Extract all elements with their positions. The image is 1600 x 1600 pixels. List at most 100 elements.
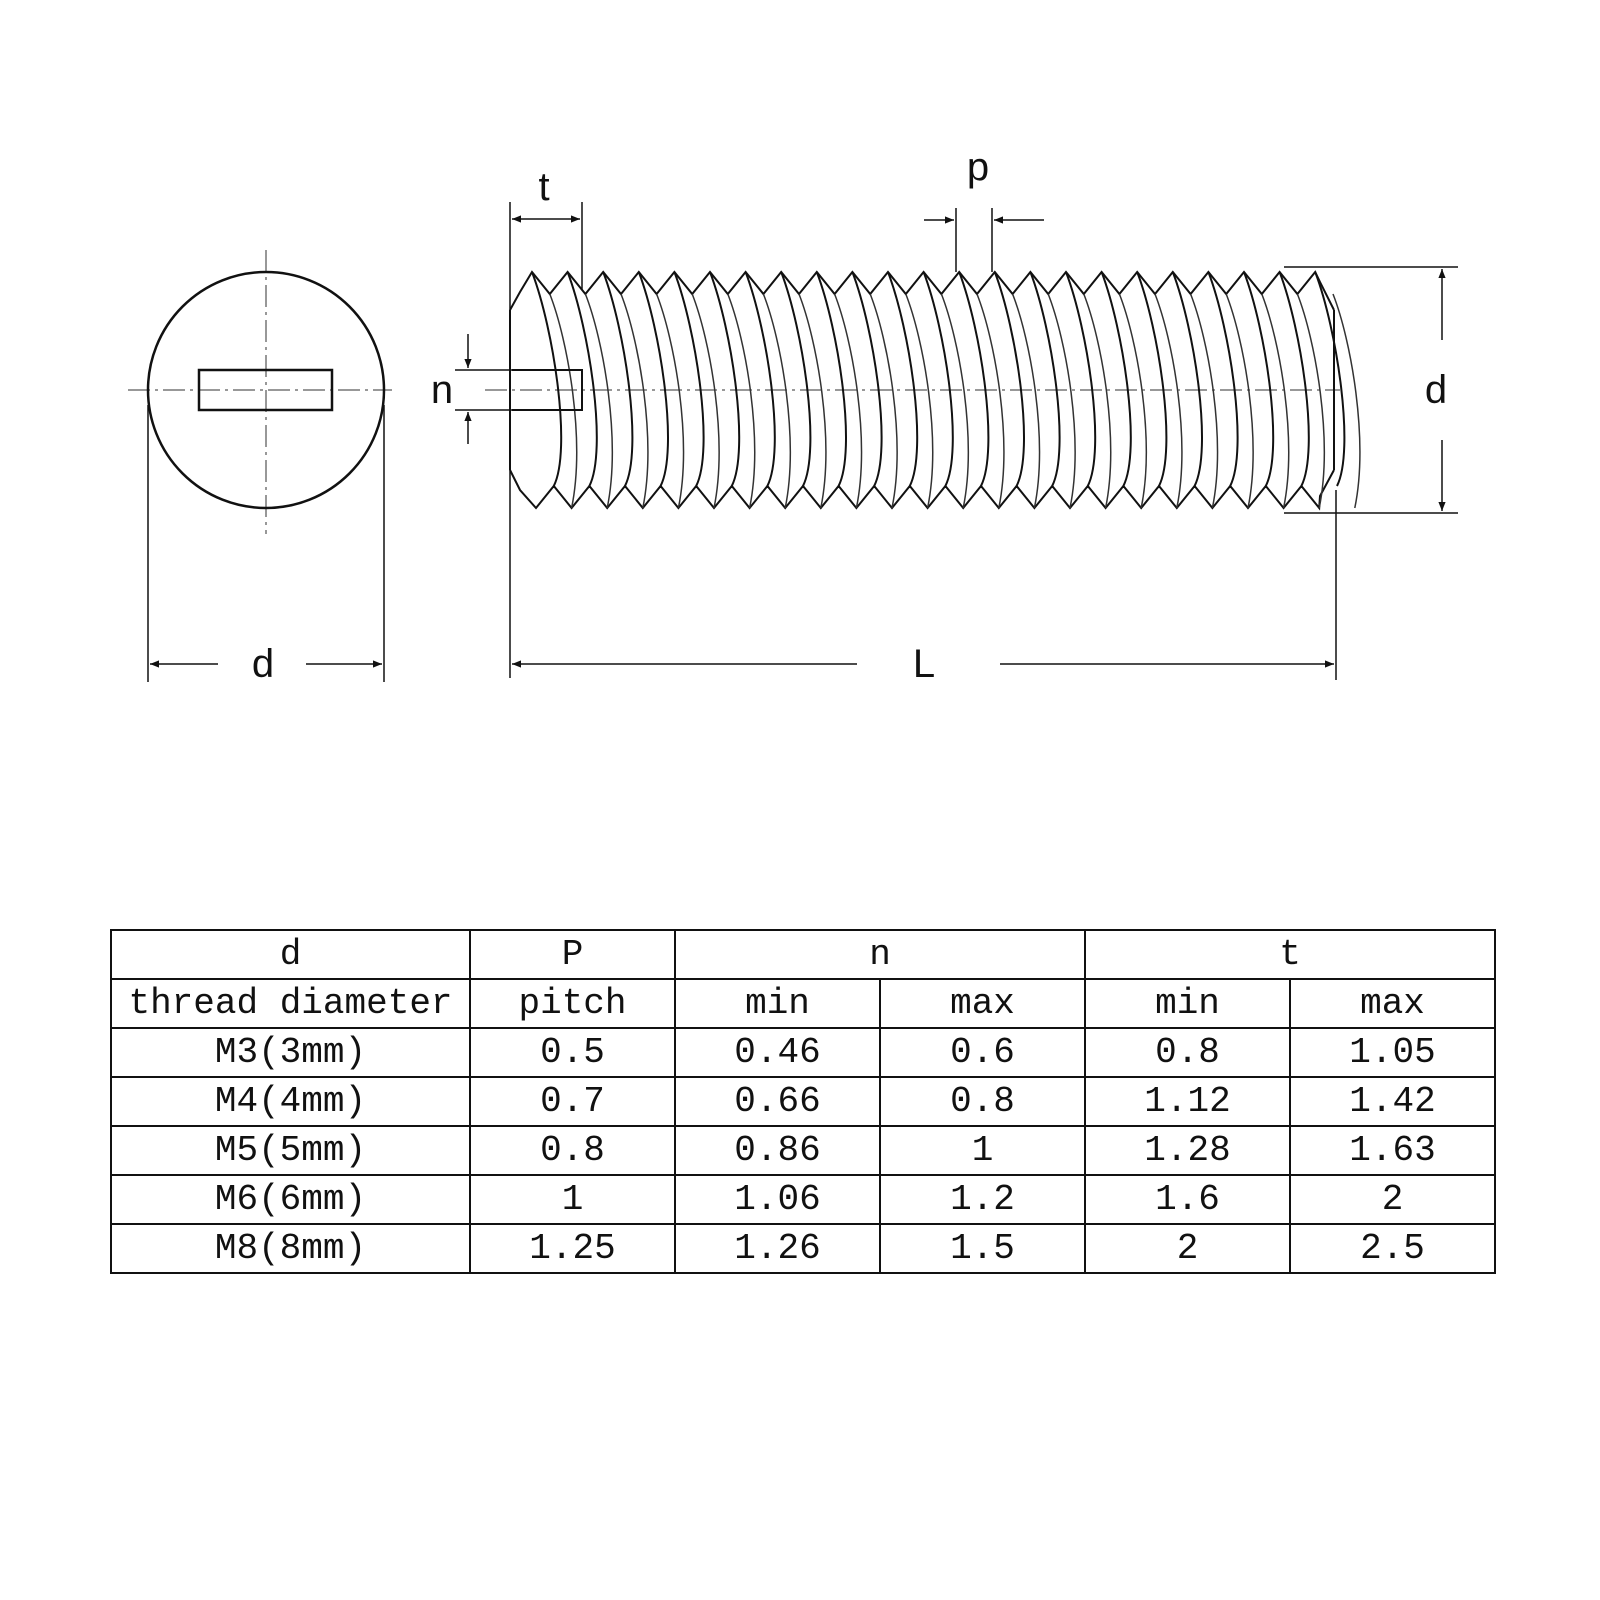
dimension-label-n: n [431,368,453,412]
table-cell: 0.5 [469,1027,676,1078]
thread-crest-line [1243,271,1275,487]
table-cell: 1.42 [1289,1076,1496,1127]
end-view: d [128,250,392,686]
thread-root-line [976,293,1005,509]
thread-root-line [1118,293,1147,509]
header-n: n [674,929,1086,980]
thread-crest-line [566,271,598,487]
thread-root-line [655,293,685,509]
thread-crest-line [709,271,741,487]
thread-root-line [762,293,791,509]
thread-crest-line [887,271,919,487]
header-p: P [469,929,676,980]
thread-crest-line [744,271,776,487]
table-header-row: d P n t [110,929,1496,980]
thread-crest-line [851,271,883,487]
table-cell: 1.26 [674,1223,881,1274]
thread-root-line [727,293,756,509]
table-cell: 2 [1084,1223,1291,1274]
thread-crest-line [1065,271,1097,487]
thread-root-line [620,293,649,509]
thread-crest-line [1207,271,1239,487]
thread-root-line [1154,293,1183,509]
table-cell: M3(3mm) [110,1027,471,1078]
table-cell: 0.7 [469,1076,676,1127]
thread-crest-line [1100,271,1132,487]
thread-edge [509,469,1335,511]
thread-root-line [1225,293,1254,509]
thread-root-line [798,293,827,509]
table-cell: 0.66 [674,1076,881,1127]
thread-crest-line [815,271,847,487]
thread-root-line [869,293,898,509]
subheader-cell: pitch [469,978,676,1029]
thread-crest-line [637,271,669,487]
table-cell: 1 [469,1174,676,1225]
thread-root-line [1047,293,1076,509]
slot-rectangle [197,368,334,412]
table-cell: 1.12 [1084,1076,1291,1127]
thread-crest-line [602,271,634,487]
table-row: M6(6mm) 1 1.06 1.2 1.6 2 [110,1174,1496,1225]
table-cell: 1 [879,1125,1086,1176]
screw-end-circle [146,270,386,510]
thread-root-line [691,293,720,509]
thread-root-line [1011,293,1041,509]
table-cell: 1.5 [879,1223,1086,1274]
table-cell: M8(8mm) [110,1223,471,1274]
dimension-label-t: t [538,165,549,209]
table-cell: 0.86 [674,1125,881,1176]
subheader-cell: min [1084,978,1291,1029]
thread-crest-line [993,271,1025,487]
thread-root-line [905,293,934,509]
table-cell: 1.06 [674,1174,881,1225]
thread-crest-line [1278,271,1310,487]
thread-crest-line [1136,271,1168,487]
subheader-cell: thread diameter [110,978,471,1029]
table-cell: 1.25 [469,1223,676,1274]
table-cell: 0.8 [469,1125,676,1176]
dimension-label-p: p [967,145,989,189]
dimension-label-d: d [1425,368,1447,412]
table-cell: 1.05 [1289,1027,1496,1078]
table-cell: 1.63 [1289,1125,1496,1176]
table-cell: 1.6 [1084,1174,1291,1225]
dimension-label-L: L [913,642,935,686]
thread-root-line [1332,293,1361,509]
subheader-cell: max [879,978,1086,1029]
dimension-label-d: d [252,642,274,686]
thread-crest-line [1029,271,1061,487]
thread-root-line [940,293,969,509]
table-cell: 0.6 [879,1027,1086,1078]
thread-crest-line [958,271,990,487]
thread-root-line [1189,293,1219,509]
thread-root-line [833,293,863,509]
side-view: t p n d L [431,145,1458,686]
table-cell: M5(5mm) [110,1125,471,1176]
table-cell: 1.2 [879,1174,1086,1225]
table-cell: 2.5 [1289,1223,1496,1274]
table-cell: 2 [1289,1174,1496,1225]
screw-technical-drawing: d t p n d L [128,145,1458,686]
slot-outline [512,369,583,411]
specification-table: d P n t thread diameter pitch min max mi… [110,929,1496,1274]
thread-crest-line [922,271,954,487]
table-row: M4(4mm) 0.7 0.66 0.8 1.12 1.42 [110,1076,1496,1127]
table-row: M8(8mm) 1.25 1.26 1.5 2 2.5 [110,1223,1496,1274]
thread-crest-line [780,271,812,487]
table-subheader-row: thread diameter pitch min max min max [110,978,1496,1029]
table-cell: 0.8 [879,1076,1086,1127]
table-cell: M6(6mm) [110,1174,471,1225]
thread-root-line [584,293,613,509]
thread-crest-line [531,271,563,487]
table-cell: M4(4mm) [110,1076,471,1127]
table-cell: 0.46 [674,1027,881,1078]
thread-root-line [1261,293,1290,509]
thread-crest-line [673,271,705,487]
table-cell: 0.8 [1084,1027,1291,1078]
table-cell: 1.28 [1084,1125,1291,1176]
thread-root-line [1296,293,1325,509]
thread-crest-line [1314,271,1346,487]
thread-crest-line [1171,271,1203,487]
header-t: t [1084,929,1496,980]
